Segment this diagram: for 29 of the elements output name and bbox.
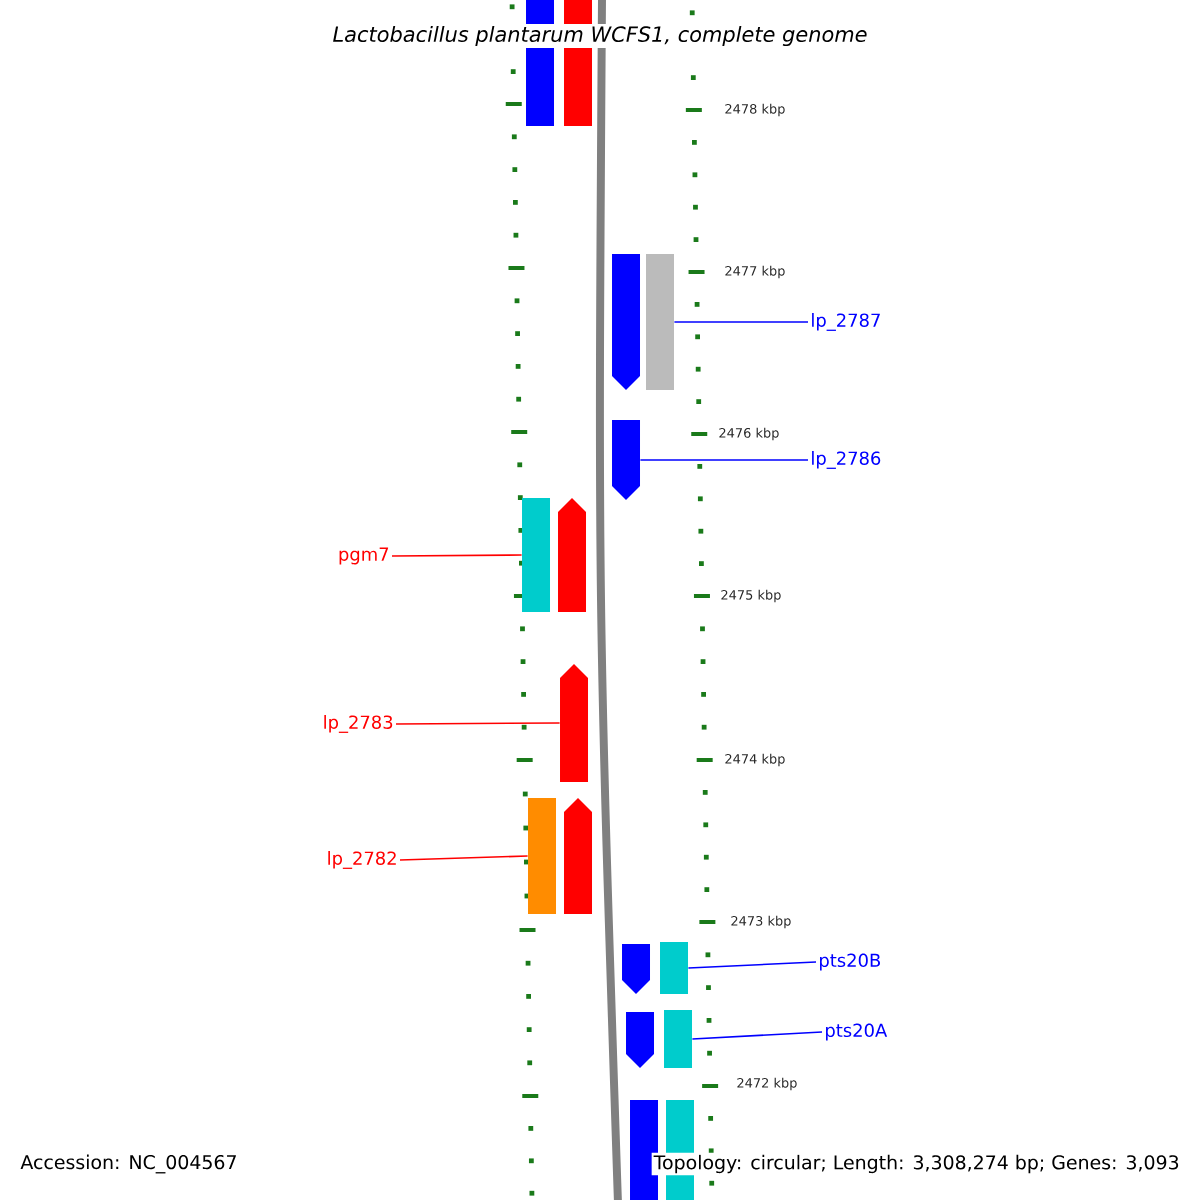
gene-feature	[612, 420, 640, 500]
accession-text: Accession: NC_004567	[20, 1154, 236, 1174]
leader-line	[395, 722, 561, 725]
gene-feature	[664, 1010, 692, 1068]
leader-line	[391, 554, 523, 557]
gene-feature	[626, 1012, 654, 1068]
gene-feature	[528, 798, 556, 914]
leader-line	[687, 961, 817, 969]
genome-info-text: Topology: circular; Length: 3,308,274 bp; Genes: 3,093	[651, 1152, 1182, 1176]
gene-feature	[522, 498, 550, 612]
gene-feature	[622, 944, 650, 994]
gene-feature	[660, 942, 688, 994]
gene-label: pts20B	[820, 953, 880, 971]
gene-label: lp_2786	[812, 451, 881, 469]
gene-feature	[564, 798, 592, 914]
leader-line	[673, 321, 809, 323]
gene-feature	[612, 254, 640, 390]
gene-label: lp_2783	[324, 715, 393, 733]
gene-label: pts20A	[826, 1023, 888, 1041]
gene-label: lp_2782	[328, 851, 396, 869]
gene-feature	[558, 498, 586, 612]
gene-label: pgm7	[339, 547, 389, 565]
title: Lactobacillus plantarum WCFS1, complete genome	[330, 23, 870, 49]
gene-feature	[560, 664, 588, 782]
gene-feature	[646, 254, 674, 390]
gene-label: lp_2787	[812, 313, 880, 331]
leader-line	[399, 855, 529, 861]
leader-line	[639, 459, 809, 461]
leader-line	[691, 1031, 823, 1040]
